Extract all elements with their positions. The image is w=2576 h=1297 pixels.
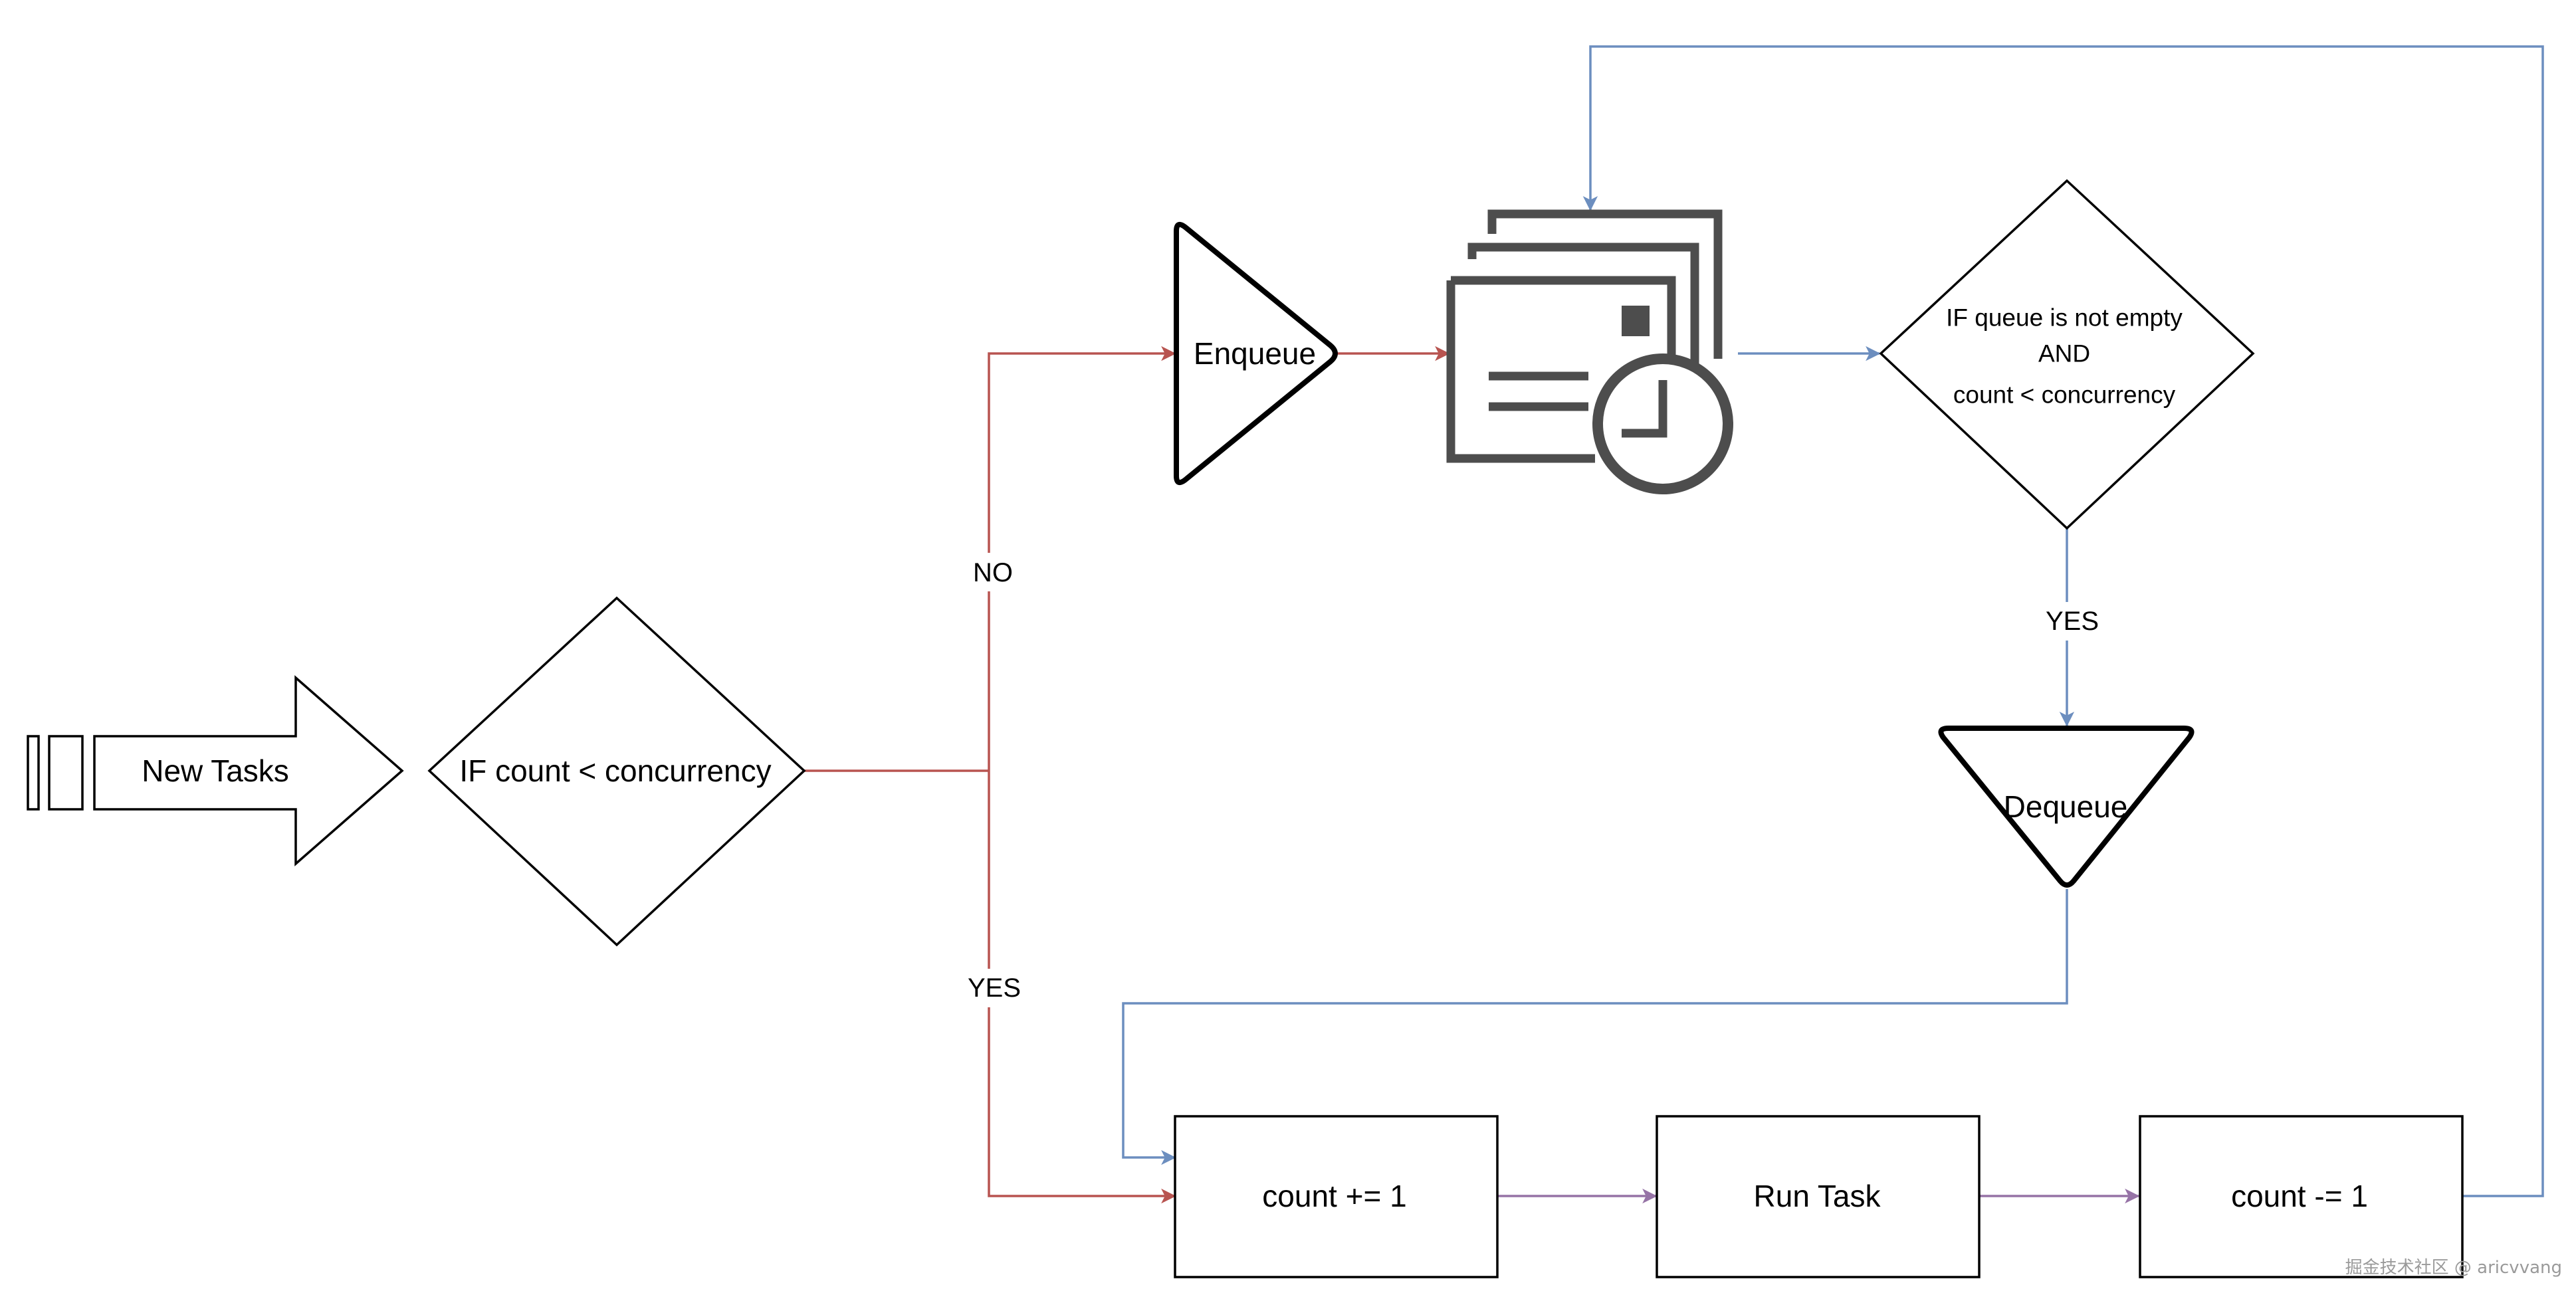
edges-blue bbox=[1122, 45, 2544, 1197]
dequeue-label: Dequeue bbox=[2004, 789, 2128, 824]
queue-icon-clock-hands bbox=[1622, 380, 1667, 438]
edge-yes-to-count-inc bbox=[988, 771, 1176, 1204]
edge-label-no: NO bbox=[965, 553, 1013, 591]
count-inc-node: count += 1 bbox=[1174, 1115, 1499, 1278]
queue-icon-front-frame bbox=[1446, 276, 1676, 463]
enqueue-node: Enqueue bbox=[1174, 222, 1338, 485]
count-dec-box bbox=[2139, 1115, 2464, 1278]
count-dec-node: count -= 1 bbox=[2139, 1115, 2464, 1278]
edge-label-no-text: NO bbox=[973, 558, 1013, 587]
edge-no-to-enqueue bbox=[988, 346, 1176, 771]
run-task-node: Run Task bbox=[1656, 1115, 1981, 1278]
enqueue-label: Enqueue bbox=[1194, 336, 1316, 371]
new-tasks-label: New Tasks bbox=[142, 753, 289, 788]
run-task-label: Run Task bbox=[1754, 1179, 1881, 1213]
decision-queue-diamond bbox=[1879, 179, 2255, 530]
run-task-box bbox=[1656, 1115, 1981, 1278]
dequeue-triangle bbox=[1938, 726, 2195, 888]
input-queue-bar-1 bbox=[27, 735, 40, 811]
queue-icon-back-frame bbox=[1487, 209, 1723, 359]
count-inc-label: count += 1 bbox=[1262, 1179, 1406, 1213]
decision-queue-node: IF queue is not empty AND count < concur… bbox=[1879, 179, 2255, 530]
message-queue-icon bbox=[1446, 209, 1733, 494]
watermark-text: 掘金技术社区 @ aricvvang bbox=[2345, 1258, 2562, 1278]
decision-queue-line-1: IF queue is not empty bbox=[1946, 304, 2183, 332]
edge-label-yes-lower: YES bbox=[961, 969, 1021, 1007]
edge-label-yes-queue-text: YES bbox=[2046, 607, 2099, 636]
dequeue-node: Dequeue bbox=[1938, 726, 2195, 888]
decision-count-label: IF count < concurrency bbox=[459, 753, 771, 788]
queue-icon-middle-frame bbox=[1467, 243, 1699, 385]
input-queue-bar-2 bbox=[48, 735, 84, 811]
new-tasks-node: New Tasks bbox=[27, 675, 404, 866]
edges-red bbox=[804, 346, 1450, 1204]
count-dec-label: count -= 1 bbox=[2231, 1179, 2368, 1213]
count-inc-box bbox=[1174, 1115, 1499, 1278]
edge-label-yes-queue: YES bbox=[2042, 602, 2100, 641]
decision-count-diamond bbox=[427, 596, 806, 947]
new-tasks-arrow-shape bbox=[93, 675, 404, 866]
decision-queue-line-2: AND bbox=[2038, 340, 2090, 367]
edge-label-yes-lower-text: YES bbox=[968, 973, 1021, 1003]
edge-dequeue-to-count-inc bbox=[1122, 889, 2068, 1165]
edge-count-dec-loop-to-queue bbox=[1582, 45, 2544, 1197]
enqueue-triangle bbox=[1174, 222, 1338, 485]
decision-queue-line-3: count < concurrency bbox=[1953, 381, 2176, 409]
decision-count-node: IF count < concurrency bbox=[427, 596, 806, 947]
queue-icon-stamp bbox=[1622, 306, 1650, 336]
